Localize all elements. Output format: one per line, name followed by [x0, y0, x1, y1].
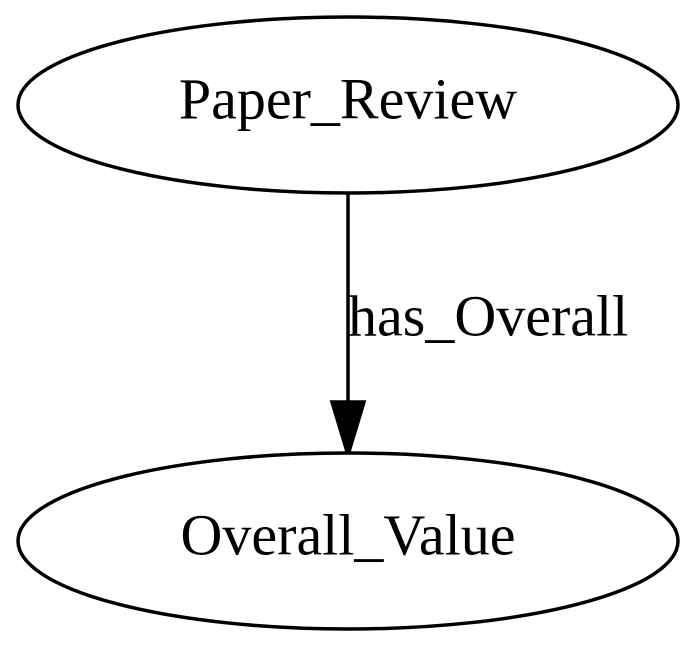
edge-has-overall-arrowhead	[329, 400, 367, 462]
node-overall-value-ellipse	[16, 451, 680, 631]
node-overall-value: Overall_Value	[16, 451, 680, 631]
node-overall-value-label: Overall_Value	[181, 502, 516, 567]
edge-has-overall-label: has_Overall	[348, 283, 628, 348]
node-paper-review: Paper_Review	[16, 15, 680, 195]
node-paper-review-label: Paper_Review	[179, 66, 517, 131]
edge-has-overall: has_Overall	[329, 194, 628, 462]
node-paper-review-ellipse	[16, 15, 680, 195]
